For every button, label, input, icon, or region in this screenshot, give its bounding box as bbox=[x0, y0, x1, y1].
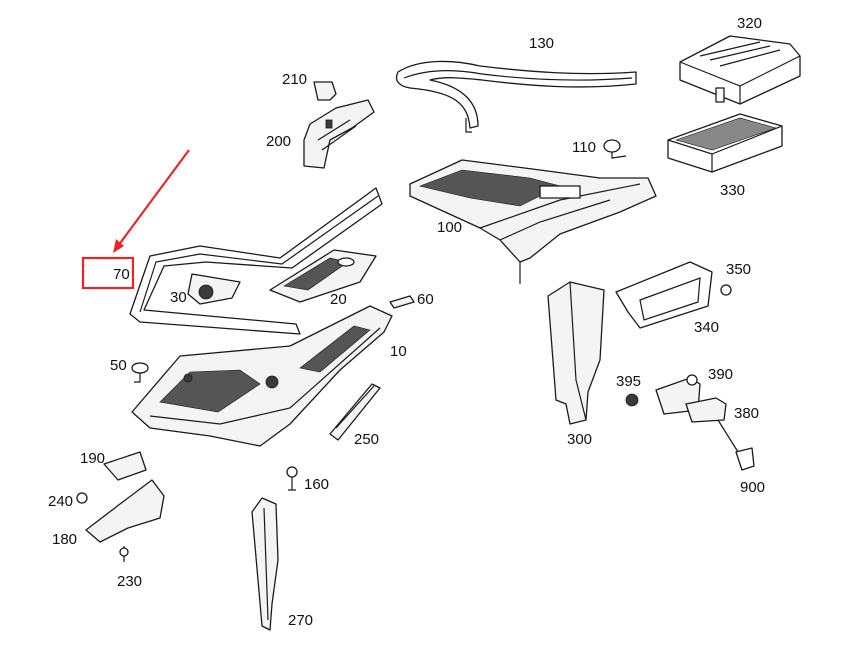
callout-70: 70 bbox=[113, 266, 130, 283]
part-20-30-cowl bbox=[187, 249, 377, 305]
callout-50: 50 bbox=[110, 357, 127, 374]
part-110-clip bbox=[603, 139, 627, 159]
callout-20: 20 bbox=[330, 291, 347, 308]
part-100-water-box bbox=[409, 159, 657, 284]
callout-300: 300 bbox=[567, 431, 592, 448]
callout-30: 30 bbox=[170, 289, 187, 306]
part-380-395-sensors bbox=[625, 374, 755, 471]
highlight-box bbox=[81, 256, 135, 290]
callout-210: 210 bbox=[282, 71, 307, 88]
part-340-duct-bracket bbox=[615, 261, 732, 329]
callout-270: 270 bbox=[288, 612, 313, 629]
part-300-air-duct bbox=[547, 281, 605, 425]
callout-190: 190 bbox=[80, 450, 105, 467]
callout-250: 250 bbox=[354, 431, 379, 448]
part-160-clip bbox=[286, 466, 298, 491]
part-70-seal-frame bbox=[129, 187, 383, 335]
callout-230: 230 bbox=[117, 573, 142, 590]
callout-60: 60 bbox=[417, 291, 434, 308]
part-330-filter-element bbox=[667, 113, 783, 173]
callout-240: 240 bbox=[48, 493, 73, 510]
callout-100: 100 bbox=[437, 219, 462, 236]
callout-350: 350 bbox=[726, 261, 751, 278]
part-60-clip bbox=[389, 295, 415, 309]
highlight-arrow bbox=[113, 149, 190, 253]
callout-900: 900 bbox=[740, 479, 765, 496]
part-250-seal bbox=[329, 383, 381, 441]
callout-160: 160 bbox=[304, 476, 329, 493]
part-200-210-bracket bbox=[303, 81, 375, 169]
callout-330: 330 bbox=[720, 182, 745, 199]
part-320-filter-housing bbox=[679, 35, 801, 105]
part-50-clip bbox=[131, 362, 149, 383]
callout-390: 390 bbox=[708, 366, 733, 383]
callout-320: 320 bbox=[737, 15, 762, 32]
callout-340: 340 bbox=[694, 319, 719, 336]
part-10-cowl-panel bbox=[131, 305, 393, 447]
callout-180: 180 bbox=[52, 531, 77, 548]
part-130-seal bbox=[395, 60, 637, 133]
callout-10: 10 bbox=[390, 343, 407, 360]
part-270-post bbox=[251, 497, 279, 631]
callout-130: 130 bbox=[529, 35, 554, 52]
part-180-190-bracket bbox=[76, 451, 165, 562]
callout-110: 110 bbox=[572, 139, 596, 156]
callout-380: 380 bbox=[734, 405, 759, 422]
callout-395: 395 bbox=[616, 373, 641, 390]
callout-200: 200 bbox=[266, 133, 291, 150]
